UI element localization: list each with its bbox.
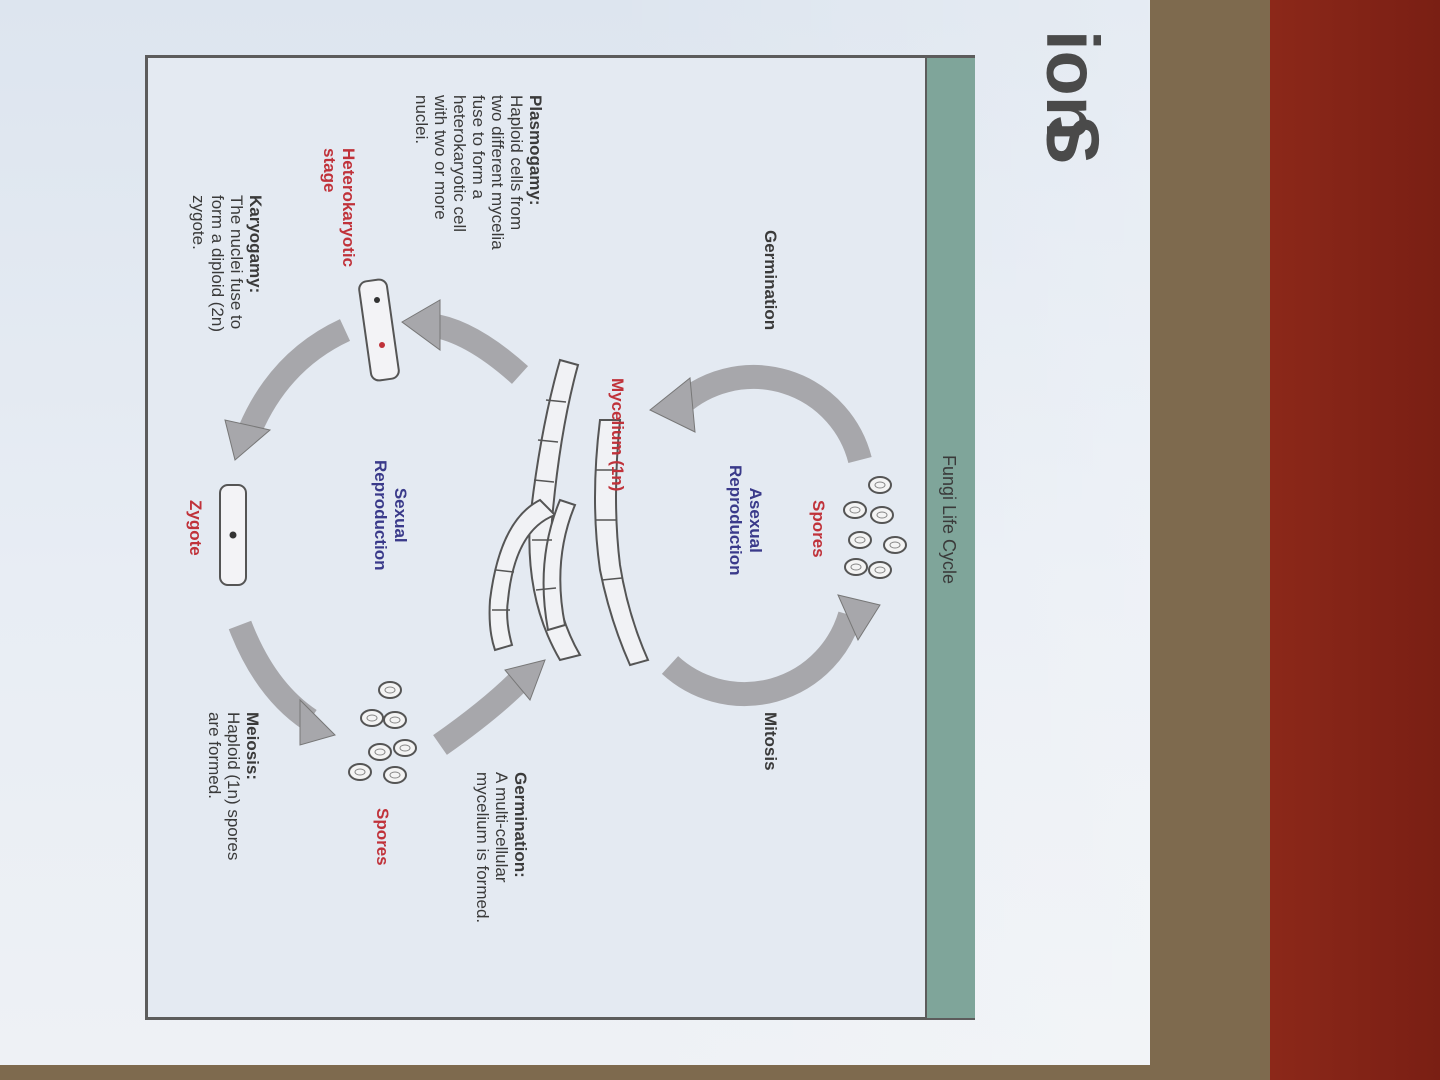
germination-bottom-block: Germination: A multi-cellular mycelium i… (473, 772, 530, 923)
zygote-label: Zygote (186, 500, 205, 556)
diagram-title-band (925, 58, 975, 1018)
plasmogamy-title: Plasmogamy: (526, 95, 545, 206)
mycelium-hyphae (488, 358, 650, 667)
plasmogamy-text: Haploid cells from two different mycelia… (412, 95, 526, 250)
meiosis-title: Meiosis: (243, 712, 262, 781)
karyogamy-title: Karyogamy: (246, 195, 265, 294)
meiosis-text: Haploid (1n) spores are formed. (205, 712, 243, 861)
meiosis-block: Meiosis: Haploid (1n) spores are formed. (205, 712, 262, 860)
mycelium-septa (492, 399, 623, 611)
heterokaryotic-label: Heterokaryotic stage (320, 148, 358, 268)
mitosis-label: Mitosis (761, 712, 780, 771)
arrow-to-zygote (224, 319, 351, 461)
life-cycle-drawing (219, 278, 907, 784)
asexual-label: Asexual Reproduction (726, 465, 765, 576)
germination-top-label: Germination (761, 230, 780, 331)
asexual-arrow-lower (661, 594, 881, 706)
asexual-arrow-upper (649, 364, 872, 464)
sexual-label: Sexual Reproduction (371, 460, 410, 571)
spores-bottom-cluster (348, 681, 417, 784)
plasmogamy-block: Plasmogamy: Haploid cells from two diffe… (412, 95, 545, 250)
mycelium-label: Mycelium (1n) (608, 378, 627, 492)
germination-bottom-title: Germination: (511, 772, 530, 878)
spores-top-cluster (843, 476, 907, 579)
diagram-title: Fungi Life Cycle (939, 455, 959, 585)
zygote-cell (219, 484, 247, 586)
spores-top-label: Spores (809, 500, 828, 558)
karyogamy-block: Karyogamy: The nuclei fuse to form a dip… (189, 195, 265, 332)
arrow-to-mycelium (433, 659, 546, 755)
karyogamy-text: The nuclei fuse to form a diploid (2n) z… (189, 195, 246, 333)
germination-bottom-text: A multi-cellular mycelium is formed. (473, 772, 511, 924)
heterokaryotic-cell (358, 278, 400, 382)
spores-bottom-label: Spores (373, 808, 392, 866)
arrow-to-spores (228, 620, 336, 746)
arrow-to-heterokaryotic (401, 299, 529, 384)
